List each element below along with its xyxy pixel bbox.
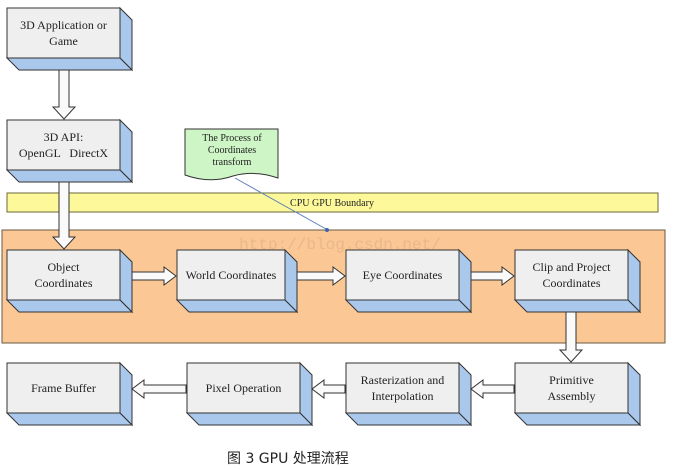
box-bottom <box>344 412 473 426</box>
note-line-2: Coordinates <box>208 145 256 156</box>
arrow-clip-to-primitive <box>558 311 584 363</box>
node-label: Eye Coordinates <box>363 268 443 282</box>
note-line-3: transform <box>213 157 252 168</box>
box-face <box>514 362 629 414</box>
note-line-1: The Process of <box>202 133 262 144</box>
node-app: 3D Application or Game <box>5 6 134 72</box>
box-bottom <box>5 57 134 71</box>
box-bottom <box>175 299 299 313</box>
node-label: Object <box>48 260 81 274</box>
box-face <box>176 249 286 301</box>
arrow-raster-to-pixel <box>311 379 346 399</box>
node-label: Coordinates <box>543 276 601 290</box>
node-label: OpenGL DirectX <box>19 146 109 160</box>
node-label: Game <box>49 34 78 48</box>
box-bottom <box>5 169 134 183</box>
note-connector-line <box>234 177 327 230</box>
node-label: Clip and Project <box>533 260 612 274</box>
box-face <box>345 362 460 414</box>
box-face <box>6 362 121 414</box>
node-label: Pixel Operation <box>206 381 282 395</box>
box-bottom <box>185 412 314 426</box>
box-face <box>514 249 629 301</box>
box-face <box>186 362 301 414</box>
node-label: 3D Application or <box>20 18 107 32</box>
node-label: Assembly <box>548 389 596 403</box>
arrow-pixel-to-frame <box>131 379 187 399</box>
arrow-primitive-to-raster <box>470 379 515 399</box>
box-face <box>6 249 121 301</box>
figure-caption: 图 3 GPU 处理流程 <box>227 451 349 467</box>
box-bottom <box>513 412 642 426</box>
node-label: Frame Buffer <box>31 381 96 395</box>
box-face <box>6 119 121 171</box>
box-bottom <box>513 299 642 313</box>
arrow-app-to-api <box>51 69 77 120</box>
cpu-gpu-boundary-bar <box>6 192 659 213</box>
box-face <box>345 249 460 301</box>
node-eye: Eye Coordinates <box>344 248 473 314</box>
arrow-api-to-object <box>51 181 77 250</box>
node-pixel: Pixel Operation <box>185 361 314 427</box>
node-label: World Coordinates <box>186 268 277 282</box>
node-label: Rasterization and <box>361 373 445 387</box>
node-label: Interpolation <box>372 389 434 403</box>
node-api: 3D API: OpenGL DirectX <box>5 118 134 184</box>
boundary-label: CPU GPU Boundary <box>290 198 374 209</box>
connector-endpoint <box>325 228 329 232</box>
coordinates-transform-note: The Process of Coordinates transform <box>184 128 279 181</box>
arrow-eye-to-clip <box>470 266 515 286</box>
node-frame: Frame Buffer <box>5 361 134 427</box>
box-face <box>6 7 121 59</box>
node-world: World Coordinates <box>175 248 299 314</box>
arrow-object-to-world <box>131 266 177 286</box>
node-label: Primitive <box>549 373 594 387</box>
box-bottom <box>5 412 134 426</box>
box-bottom <box>5 299 134 313</box>
node-label: Coordinates <box>35 276 93 290</box>
box-bottom <box>344 299 473 313</box>
arrow-world-to-eye <box>296 266 346 286</box>
node-label: 3D API: <box>44 130 84 144</box>
